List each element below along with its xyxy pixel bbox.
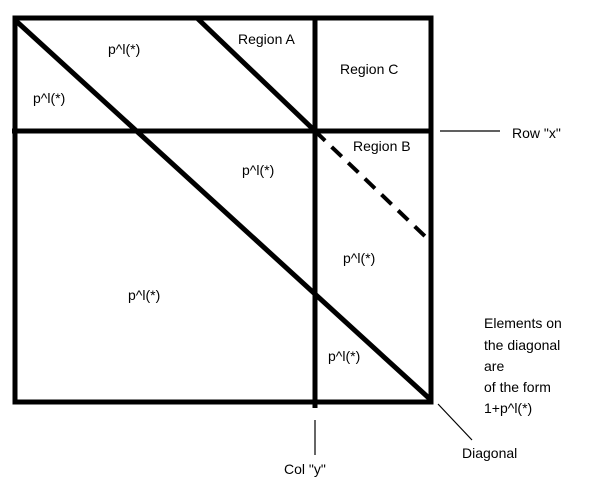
p-block-center-label: p^l(*) — [242, 162, 274, 178]
row-x-label: Row "x" — [512, 125, 561, 141]
col-y-label: Col "y" — [284, 461, 326, 477]
band-diagonal-dashed — [313, 129, 433, 244]
band-diagonal-solid — [195, 16, 317, 133]
region-c-label: Region C — [340, 61, 398, 77]
main-diagonal-line — [13, 18, 433, 402]
note-line: 1+p^l(*) — [484, 400, 532, 416]
p-block-right-mid-label: p^l(*) — [343, 250, 375, 266]
p-block-right-low-label: p^l(*) — [328, 348, 360, 364]
matrix-outline — [12, 15, 434, 405]
region-b-label: Region B — [353, 138, 411, 154]
note-line: of the form — [484, 379, 551, 395]
diagonal-label: Diagonal — [462, 445, 517, 461]
p-block-left-top-label: p^l(*) — [33, 90, 65, 106]
note-line: Elements on — [484, 315, 562, 331]
note-line: are — [484, 358, 504, 374]
diagonal-note: Elements on the diagonal are of the form… — [484, 315, 562, 416]
p-block-top-label: p^l(*) — [108, 41, 140, 57]
note-line: the diagonal — [484, 337, 560, 353]
p-block-lower-left-label: p^l(*) — [128, 287, 160, 303]
region-a-label: Region A — [238, 31, 295, 47]
diagonal-pointer — [437, 403, 473, 441]
